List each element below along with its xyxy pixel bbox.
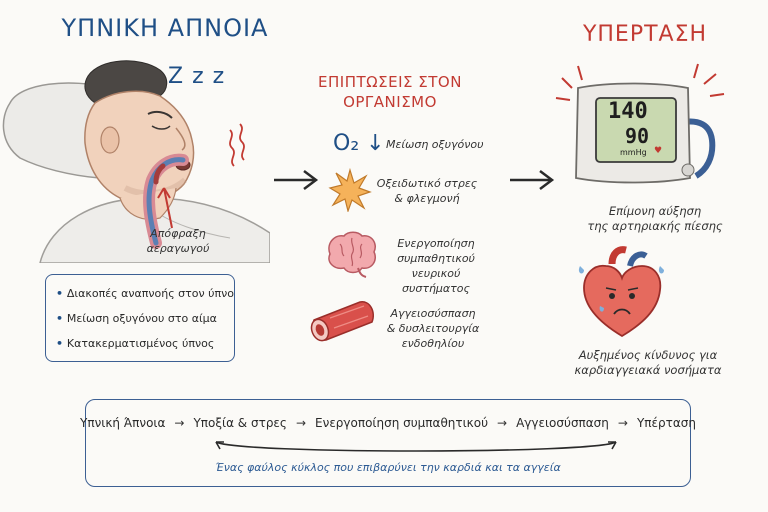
- symptom-item: Κατακερματισμένος ύπνος: [56, 333, 224, 358]
- oxidative-stress-label: Οξειδωτικό στρες & φλεγμονή: [376, 177, 478, 205]
- symptoms-box: Διακοπές αναπνοής στον ύπνο Μείωση οξυγό…: [45, 274, 235, 362]
- diastolic-value: 90: [625, 124, 650, 148]
- hypertension-title: ΥΠΕΡΤΑΣΗ: [582, 22, 708, 47]
- arrow-right-icon: →: [497, 416, 508, 430]
- starburst-icon: [328, 168, 372, 212]
- cycle-step-sympathetic: Ενεργοποίηση συμπαθητικού: [315, 416, 489, 430]
- symptom-item: Διακοπές αναπνοής στον ύπνο: [56, 283, 234, 308]
- systolic-value: 140: [608, 99, 648, 124]
- o2-text: Μείωση οξυγόνου: [386, 138, 484, 151]
- bp-monitor-illustration: [555, 63, 725, 184]
- sleep-apnea-title: ΥΠΝΙΚΗ ΑΠΝΟΙΑ: [61, 14, 269, 42]
- cycle-caption: Ένας φαύλος κύκλος που επιβαρύνει την κα…: [215, 461, 561, 474]
- arrow-right-icon: →: [617, 416, 628, 430]
- pressure-rise-label: Επίμονη αύξηση της αρτηριακής πίεσης: [587, 204, 723, 233]
- symptom-item: Μείωση οξυγόνου στο αίμα: [56, 308, 224, 333]
- arrow-right-icon: →: [174, 416, 185, 430]
- blood-vessel-icon: [310, 301, 374, 342]
- return-loop-arrow-icon: [215, 441, 617, 452]
- cardio-risk-label: Αυξημένος κίνδυνος για καρδιαγγειακά νοσ…: [574, 348, 722, 377]
- arrow-right-icon: →: [295, 416, 307, 430]
- vicious-cycle-box: Υπνική Άπνοια → Υποξία & στρες → Ενεργοπ…: [80, 399, 696, 487]
- cycle-step-vasoconstriction: Αγγειοσύσπαση: [516, 416, 609, 430]
- brain-icon: [328, 231, 376, 278]
- cycle-steps: Υπνική Άπνοια → Υποξία & στρες → Ενεργοπ…: [80, 416, 696, 430]
- sleeping-man-illustration: [2, 60, 270, 263]
- arrow-right-icon: [274, 170, 319, 190]
- cycle-step-hypoxia: Υποξία & στρες: [193, 416, 287, 430]
- arrow-right-icon: [510, 170, 555, 190]
- vasoconstriction-label: Αγγειοσύσπαση & δυσλειτουργία ενδοθηλίου: [386, 307, 480, 350]
- effects-title: ΕΠΙΠΤΩΣΕΙΣ ΣΤΟΝ ΟΡΓΑΝΙΣΜΟ: [318, 73, 462, 111]
- mmhg-unit: mmHg: [620, 148, 647, 157]
- sympathetic-activation-label: Ενεργοποίηση συμπαθητικού νευρικού συστή…: [397, 237, 475, 295]
- cycle-step-hypertension: Υπέρταση: [636, 416, 696, 430]
- sad-heart-icon: [578, 246, 664, 338]
- o2-down-icon: O₂ ↓: [333, 131, 385, 156]
- heart-small-icon: ♥: [654, 146, 663, 156]
- obstruction-label: Απόφραξη αεραγωγού: [146, 227, 210, 255]
- cycle-step-apnea: Υπνική Άπνοια: [80, 416, 166, 430]
- zzz-text: Z z z: [168, 64, 226, 89]
